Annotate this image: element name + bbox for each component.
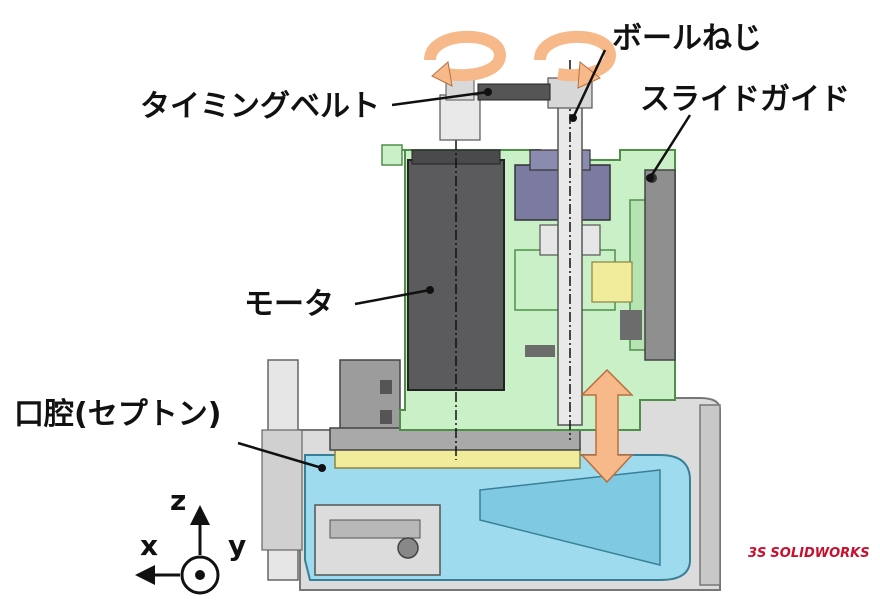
slide-guide-part	[620, 169, 676, 361]
septon-strip	[334, 447, 581, 469]
slide-guide-label: スライドガイド	[640, 82, 850, 117]
cavity-label: 口腔(セプトン)	[14, 397, 222, 432]
ball-screw-label: ボールねじ	[612, 21, 762, 56]
axis-y-label: y	[228, 529, 247, 562]
oral-cavity-part	[304, 454, 691, 581]
timing-belt-part	[439, 69, 551, 141]
solidworks-text: SOLIDWORKS	[770, 546, 870, 561]
axis-z-label: z	[170, 484, 187, 517]
leader-dots	[318, 88, 654, 472]
solidworks-ds-icon: 3S	[748, 546, 767, 561]
timing-belt-label: タイミングベルト	[140, 89, 380, 124]
vertical-motion-arrow	[580, 368, 634, 484]
motor-label: モータ	[244, 287, 334, 322]
axis-x-label: x	[140, 529, 159, 562]
left-plate	[261, 359, 581, 581]
leader-lines	[237, 49, 692, 470]
axis-indicator	[135, 505, 220, 595]
rotation-arrow-motor	[424, 30, 507, 87]
motor-part	[407, 140, 505, 460]
